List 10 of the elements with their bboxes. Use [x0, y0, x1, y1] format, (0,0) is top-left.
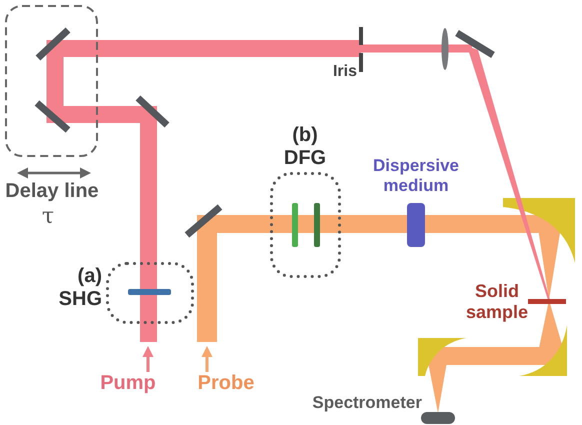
- component-label: Dispersive medium: [373, 156, 459, 196]
- component-label: Spectrometer: [312, 393, 422, 413]
- group-label: (b) DFG: [284, 124, 326, 170]
- beam-label: Probe: [198, 372, 254, 395]
- beam-label: Pump: [100, 372, 156, 395]
- component-label: Iris: [332, 63, 357, 82]
- group-label: Delay line: [5, 180, 99, 203]
- component-label: Solid sample: [466, 281, 528, 322]
- symbol-label: τ: [42, 204, 54, 230]
- group-label: (a) SHG: [58, 265, 102, 311]
